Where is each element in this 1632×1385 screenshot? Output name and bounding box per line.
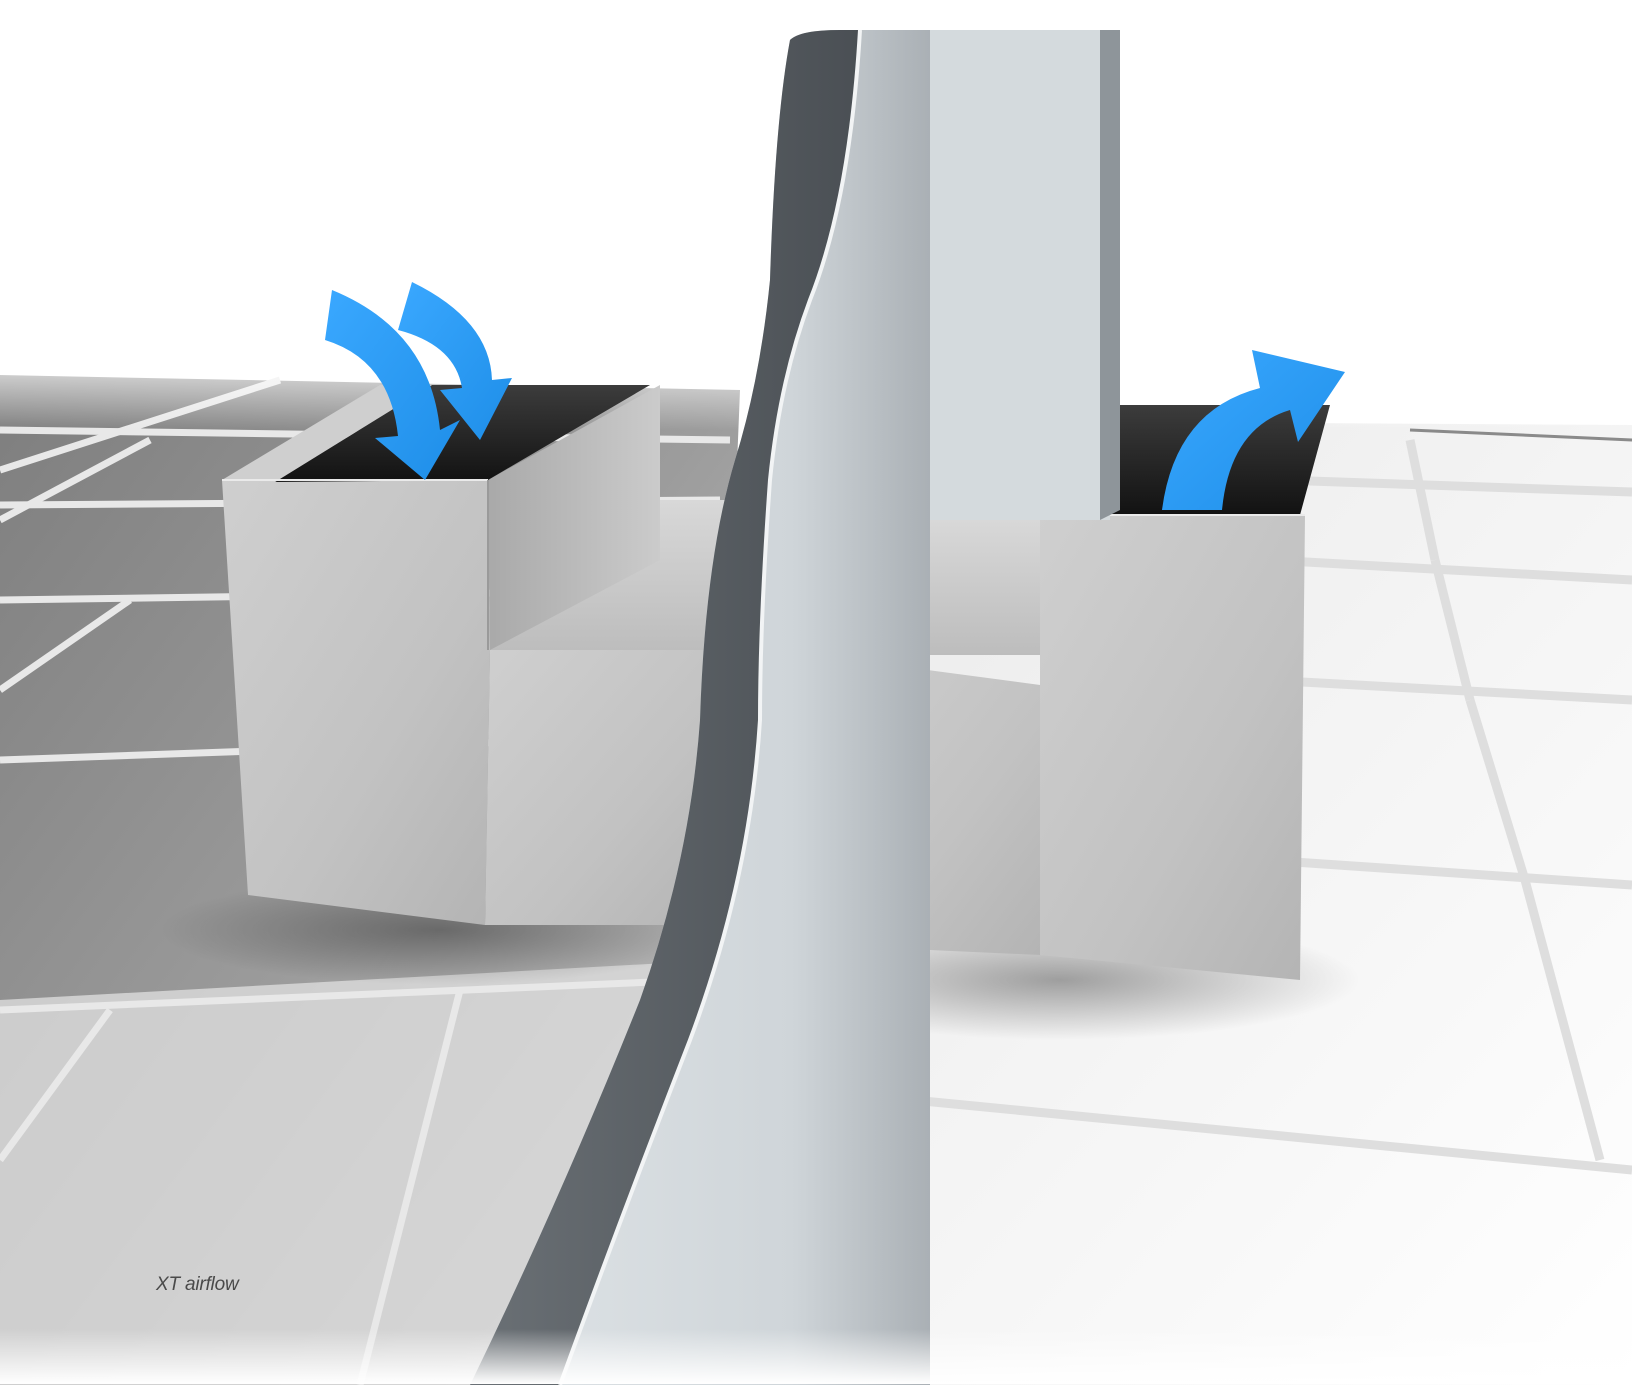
exhaust-arrow: [1162, 350, 1345, 510]
intake-arrow-2: [398, 282, 512, 440]
intake-duct-box: [222, 385, 730, 925]
diagram-caption: XT airflow: [156, 1274, 239, 1295]
wall-partition: [0, 29, 1632, 1385]
intake-arrow-1: [325, 290, 460, 480]
